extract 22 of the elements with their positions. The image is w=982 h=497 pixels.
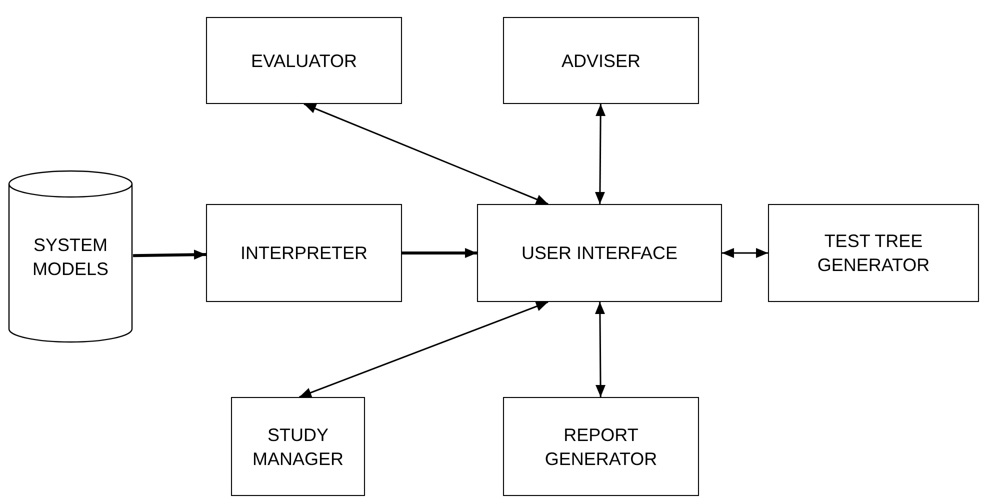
arrow bbox=[304, 103, 548, 205]
process-box bbox=[231, 397, 365, 496]
process-box bbox=[503, 397, 699, 496]
arrow bbox=[299, 301, 548, 398]
process-box bbox=[206, 17, 402, 104]
process-box bbox=[477, 204, 722, 302]
arrow bbox=[402, 248, 477, 258]
node-label: REPORT GENERATOR bbox=[544, 424, 658, 470]
process-box bbox=[768, 204, 979, 302]
arrow bbox=[594, 302, 606, 397]
node-label: TEST TREE GENERATOR bbox=[816, 230, 931, 277]
process-box bbox=[503, 17, 699, 104]
node-label: USER INTERFACE bbox=[520, 242, 679, 265]
node-label: SYSTEM MODELS bbox=[31, 234, 110, 280]
arrow bbox=[594, 104, 606, 204]
node-label: ADVISER bbox=[560, 50, 642, 72]
process-box bbox=[206, 204, 402, 302]
arrow bbox=[132, 250, 206, 260]
node-label: STUDY MANAGER bbox=[251, 424, 344, 470]
node-label: EVALUATOR bbox=[250, 50, 358, 72]
arrow bbox=[722, 248, 768, 258]
node-label: INTERPRETER bbox=[239, 242, 368, 265]
